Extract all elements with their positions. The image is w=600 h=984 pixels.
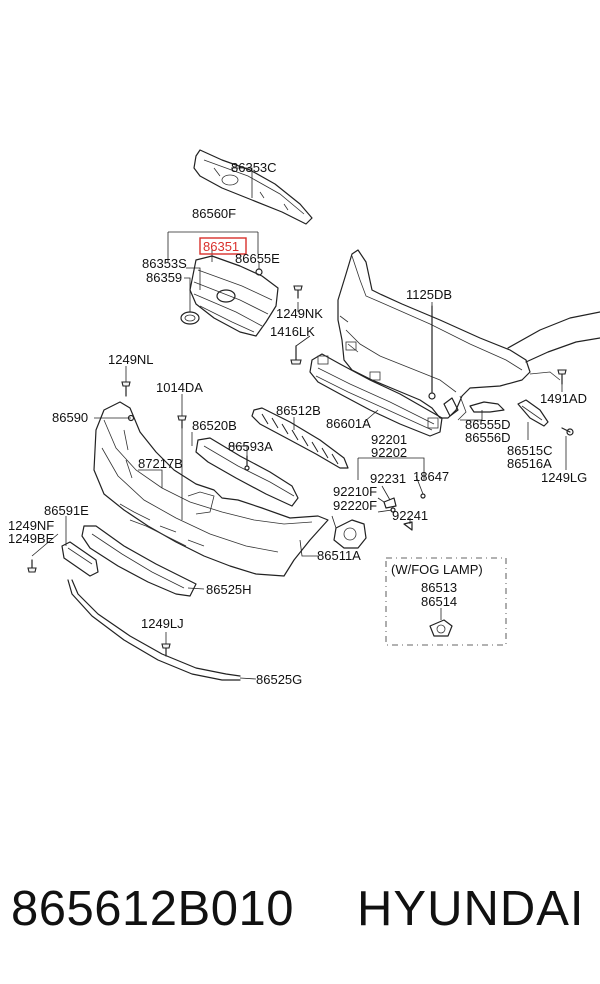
bracket-86555D (469, 401, 505, 413)
label-92220F: 92220F (333, 498, 377, 513)
label-86514: 86514 (421, 594, 457, 609)
label-1014DA: 1014DA (156, 380, 203, 395)
brand-caption: HYUNDAI (357, 882, 585, 936)
bumper-beam-part (309, 353, 443, 437)
bolt-1125DB (428, 305, 436, 400)
label-86556D: 86556D (465, 430, 511, 445)
label-86515C: 86515C (507, 443, 553, 458)
label-86353C: 86353C (231, 160, 277, 175)
energy-absorber-part (195, 437, 299, 507)
label-fog-lamp-title: (W/FOG LAMP) (391, 562, 483, 577)
lower-lip-part (67, 579, 241, 681)
parts-exploded-diagram: 86353C 86560F 86351 86353S 86655E 86359 … (8, 149, 600, 687)
label-87217B: 87217B (138, 456, 183, 471)
label-86555D: 86555D (465, 417, 511, 432)
label-86512B: 86512B (276, 403, 321, 418)
bolt-1416LK (290, 345, 302, 365)
label-1491AD: 1491AD (540, 391, 587, 406)
front-bumper-cover-part (93, 401, 329, 577)
fog-bracket-part (333, 519, 367, 549)
label-86560F: 86560F (192, 206, 236, 221)
label-86516A: 86516A (507, 456, 552, 471)
label-1249NF: 1249NF (8, 518, 54, 533)
bolt-1249NL (121, 381, 131, 397)
lower-grille-part (81, 525, 197, 597)
label-86520B: 86520B (192, 418, 237, 433)
label-86601A: 86601A (326, 416, 371, 431)
label-1249LG: 1249LG (541, 470, 587, 485)
emblem-part (180, 311, 200, 325)
bolt-1014DA (177, 415, 187, 429)
bolt-1249LG (561, 427, 574, 436)
label-86591E: 86591E (44, 503, 89, 518)
leader-lines (31, 167, 567, 680)
bracket-86591E (61, 541, 99, 577)
label-92210F: 92210F (333, 484, 377, 499)
label-86655E: 86655E (235, 251, 280, 266)
label-18647: 18647 (413, 469, 449, 484)
label-86593A: 86593A (228, 439, 273, 454)
label-1249LJ: 1249LJ (141, 616, 184, 631)
label-1249NL: 1249NL (108, 352, 154, 367)
bracket-86515C (517, 399, 549, 427)
front-body-structure (337, 249, 600, 421)
radiator-grille-part (189, 255, 279, 337)
label-86590: 86590 (52, 410, 88, 425)
label-1416LK: 1416LK (270, 324, 315, 339)
label-86351: 86351 (203, 239, 239, 254)
label-86525G: 86525G (256, 672, 302, 687)
bolt-1491AD (557, 369, 567, 385)
upper-cover-part (193, 149, 313, 225)
label-86525H: 86525H (206, 582, 252, 597)
label-1249BE: 1249BE (8, 531, 55, 546)
label-92201: 92201 (371, 432, 407, 447)
label-1125DB: 1125DB (406, 287, 452, 302)
label-92202: 92202 (371, 445, 407, 460)
fog-lamp-box (385, 557, 507, 646)
screw-86593A (244, 455, 250, 471)
absorber-strip-part (251, 407, 349, 469)
highlighted-part-frame (199, 237, 247, 255)
label-86353S: 86353S (142, 256, 187, 271)
label-86513: 86513 (421, 580, 457, 595)
label-92241: 92241 (392, 508, 428, 523)
label-86511A: 86511A (317, 548, 361, 563)
label-1249NK: 1249NK (276, 306, 323, 321)
bolt-1249NK (293, 285, 303, 299)
part-number-caption: 865612B010 (11, 882, 294, 936)
label-92231: 92231 (370, 471, 406, 486)
label-86359: 86359 (146, 270, 182, 285)
bolt-1249LJ (161, 643, 171, 657)
bolt-1249NF (27, 559, 37, 573)
